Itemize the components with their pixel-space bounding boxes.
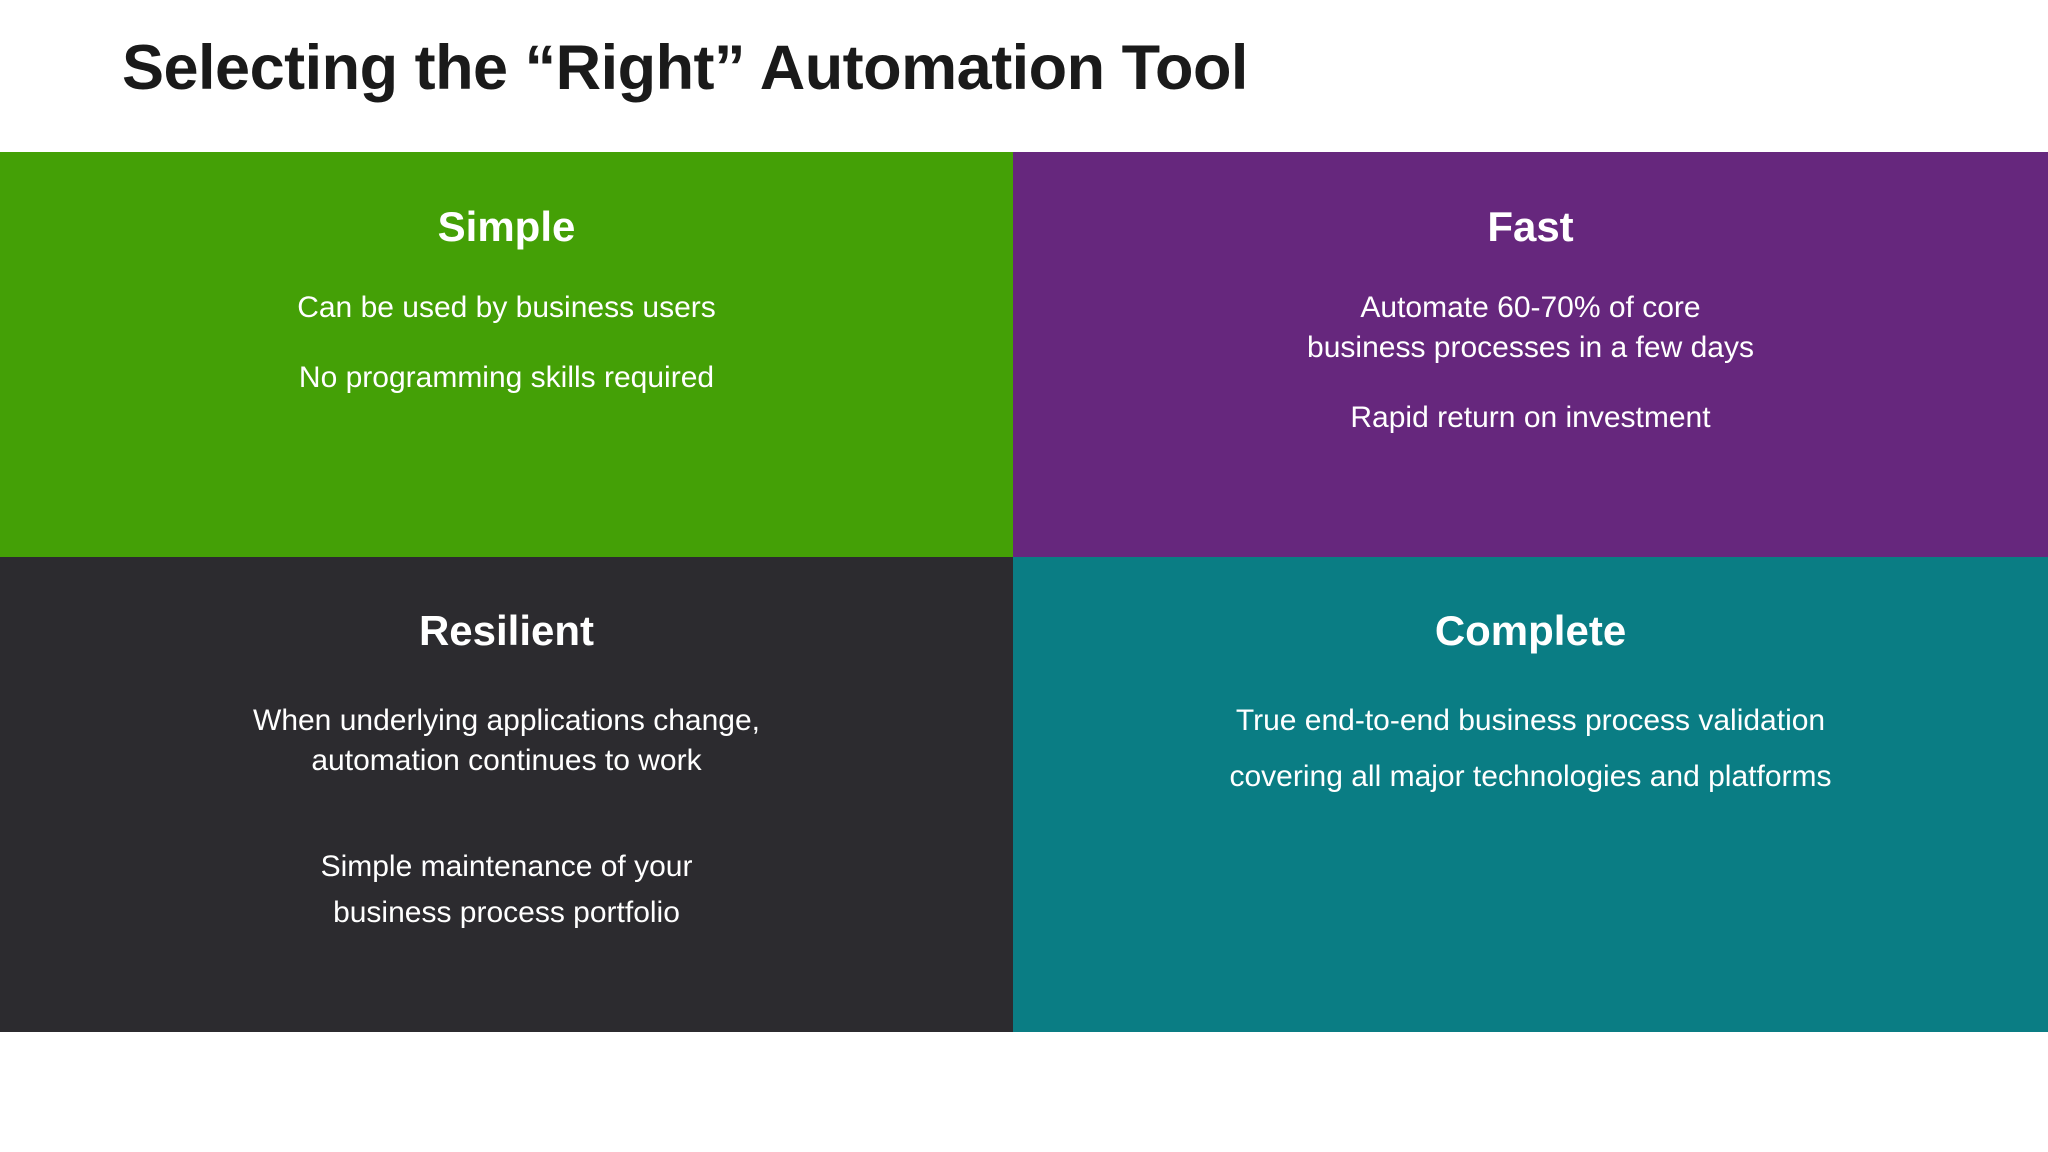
text-line: Can be used by business users [297,291,716,325]
quadrant-resilient-heading: Resilient [418,607,595,654]
quadrant-fast-body-1: Automate 60-70% of core business process… [1013,288,2048,368]
quadrant-complete: Complete True end-to-end business proces… [1013,557,2048,1032]
text-line: business process portfolio [333,896,680,930]
quadrant-resilient-body-1: When underlying applications change, aut… [0,701,1013,781]
quadrant-resilient: Resilient When underlying applications c… [0,557,1013,1032]
quadrant-resilient-body-2: Simple maintenance of your business proc… [0,844,1013,937]
quadrant-complete-body-2: covering all major technologies and plat… [1013,757,2048,797]
quadrant-fast: Fast Automate 60-70% of core business pr… [1013,152,2048,557]
text-line: Rapid return on investment [1350,400,1711,434]
quadrant-complete-heading: Complete [1434,607,1627,654]
quadrant-fast-heading: Fast [1487,203,1574,250]
text-line: Automate 60-70% of core [1360,291,1701,325]
quadrant-grid: Simple Can be used by business users No … [0,152,2048,1032]
slide-footer: Progress® 16 © 2016 Progress Software Co… [0,1032,2048,1152]
quadrant-simple-body-2: No programming skills required [0,358,1013,398]
text-line: business processes in a few days [1307,331,1754,365]
quadrant-simple-body-1: Can be used by business users [0,288,1013,328]
quadrant-fast-body-2: Rapid return on investment [1013,398,2048,438]
text-line: No programming skills required [298,361,715,395]
text-line: covering all major technologies and plat… [1229,760,1832,794]
quadrant-simple: Simple Can be used by business users No … [0,152,1013,557]
text-line: When underlying applications change, [253,704,760,738]
text-line: True end-to-end business process validat… [1235,704,1826,738]
text-line: automation continues to work [311,744,702,778]
page-title: Selecting the “Right” Automation Tool [122,33,1248,103]
title-bar: Selecting the “Right” Automation Tool [0,0,2048,152]
text-line: Simple maintenance of your [320,849,693,883]
quadrant-complete-body-1: True end-to-end business process validat… [1013,701,2048,741]
quadrant-simple-heading: Simple [437,203,576,250]
